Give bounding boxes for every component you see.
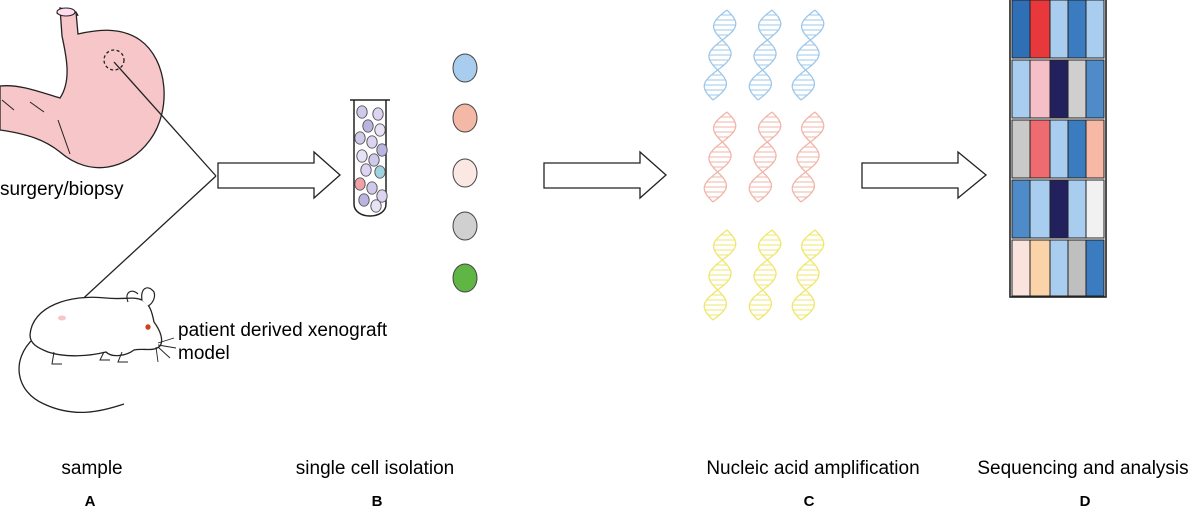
tube-cell	[372, 107, 384, 121]
tube-cell	[370, 199, 382, 213]
dna-amplification	[703, 9, 825, 321]
heatmap-cell	[1049, 119, 1069, 179]
dna-helix-icon	[703, 9, 737, 101]
panel-letter-c: C	[803, 493, 815, 510]
dna-helix-icon	[791, 229, 825, 321]
heatmap-cell	[1067, 59, 1087, 119]
isolated-cell	[452, 53, 478, 83]
heatmap-cell	[1049, 59, 1069, 119]
tube-cell	[374, 123, 386, 137]
heatmap-cell	[1011, 0, 1031, 59]
pdx-label-line2: model	[178, 343, 230, 364]
heatmap-cell	[1011, 59, 1031, 119]
dna-helix-icon	[748, 111, 782, 203]
panel-letter-a: A	[84, 493, 96, 510]
heatmap-cell	[1085, 119, 1105, 179]
tube-cell	[366, 181, 378, 195]
heatmap-cell	[1029, 239, 1051, 297]
stage-caption-sequencing: Sequencing and analysis	[977, 458, 1189, 479]
stomach-icon	[0, 7, 165, 169]
panel-letter-b: B	[371, 493, 383, 510]
xenograft-site-marker	[58, 315, 66, 321]
heatmap-cell	[1011, 239, 1031, 297]
tube-cell	[376, 143, 388, 157]
mouse-illustration	[18, 287, 177, 414]
heatmap-frame	[1009, 0, 1107, 298]
panel-letter-d: D	[1079, 493, 1091, 510]
heatmap-cell	[1049, 0, 1069, 59]
dna-helix-icon	[703, 111, 737, 203]
tube-cell	[374, 165, 386, 179]
heatmap-cell	[1029, 119, 1051, 179]
stage-caption-amplification: Nucleic acid amplification	[706, 458, 920, 479]
heatmap-cell	[1029, 179, 1051, 239]
test-tube-icon	[350, 99, 390, 217]
stage-caption-sample: sample	[61, 458, 123, 479]
heatmap-cell	[1085, 179, 1105, 239]
mouse-tail	[18, 337, 125, 414]
stage-caption-isolation: single cell isolation	[295, 458, 455, 479]
tube-cell	[376, 189, 388, 203]
arrow-icon	[861, 150, 988, 200]
heatmap-cell	[1085, 59, 1105, 119]
arrow-icon	[543, 150, 667, 200]
tube-cell	[362, 119, 374, 133]
tube-cell	[356, 149, 368, 163]
sequencing-heatmap	[1009, 0, 1107, 298]
mouse-eye	[145, 324, 151, 330]
dna-helix-icon	[748, 9, 782, 101]
isolated-cell	[452, 263, 478, 293]
heatmap-cell	[1011, 179, 1031, 239]
connector-line	[113, 61, 217, 177]
tube-cell	[360, 163, 372, 177]
dna-helix-icon	[703, 229, 737, 321]
heatmap-cell	[1067, 239, 1087, 297]
tube-cell	[356, 105, 368, 119]
isolated-cells	[452, 53, 478, 293]
arrow-icon	[217, 150, 341, 200]
pdx-label-line1: patient derived xenograft	[178, 320, 388, 341]
tube-cell	[366, 135, 378, 149]
heatmap-cell	[1067, 179, 1087, 239]
heatmap-cell	[1029, 0, 1051, 59]
heatmap-cell	[1067, 119, 1087, 179]
surgery-biopsy-label: surgery/biopsy	[0, 179, 124, 200]
heatmap-cell	[1049, 179, 1069, 239]
tube-cell	[354, 131, 366, 145]
tube-cell	[354, 177, 366, 191]
heatmap-cell	[1029, 59, 1051, 119]
heatmap-cell	[1085, 239, 1105, 297]
dna-helix-icon	[791, 9, 825, 101]
dna-helix-icon	[791, 111, 825, 203]
tube-cell	[368, 153, 380, 167]
heatmap-cell	[1049, 239, 1069, 297]
isolated-cell	[452, 158, 478, 188]
tube-cell	[358, 193, 370, 207]
biopsy-site-marker	[103, 49, 125, 71]
heatmap-cell	[1067, 0, 1087, 59]
connector-line	[61, 175, 217, 319]
stomach-illustration	[0, 7, 165, 169]
isolated-cell	[452, 211, 478, 241]
heatmap-cell	[1011, 119, 1031, 179]
dna-helix-icon	[748, 229, 782, 321]
mouse-body-icon	[29, 296, 163, 357]
isolated-cell	[452, 103, 478, 133]
heatmap-cell	[1085, 0, 1105, 59]
